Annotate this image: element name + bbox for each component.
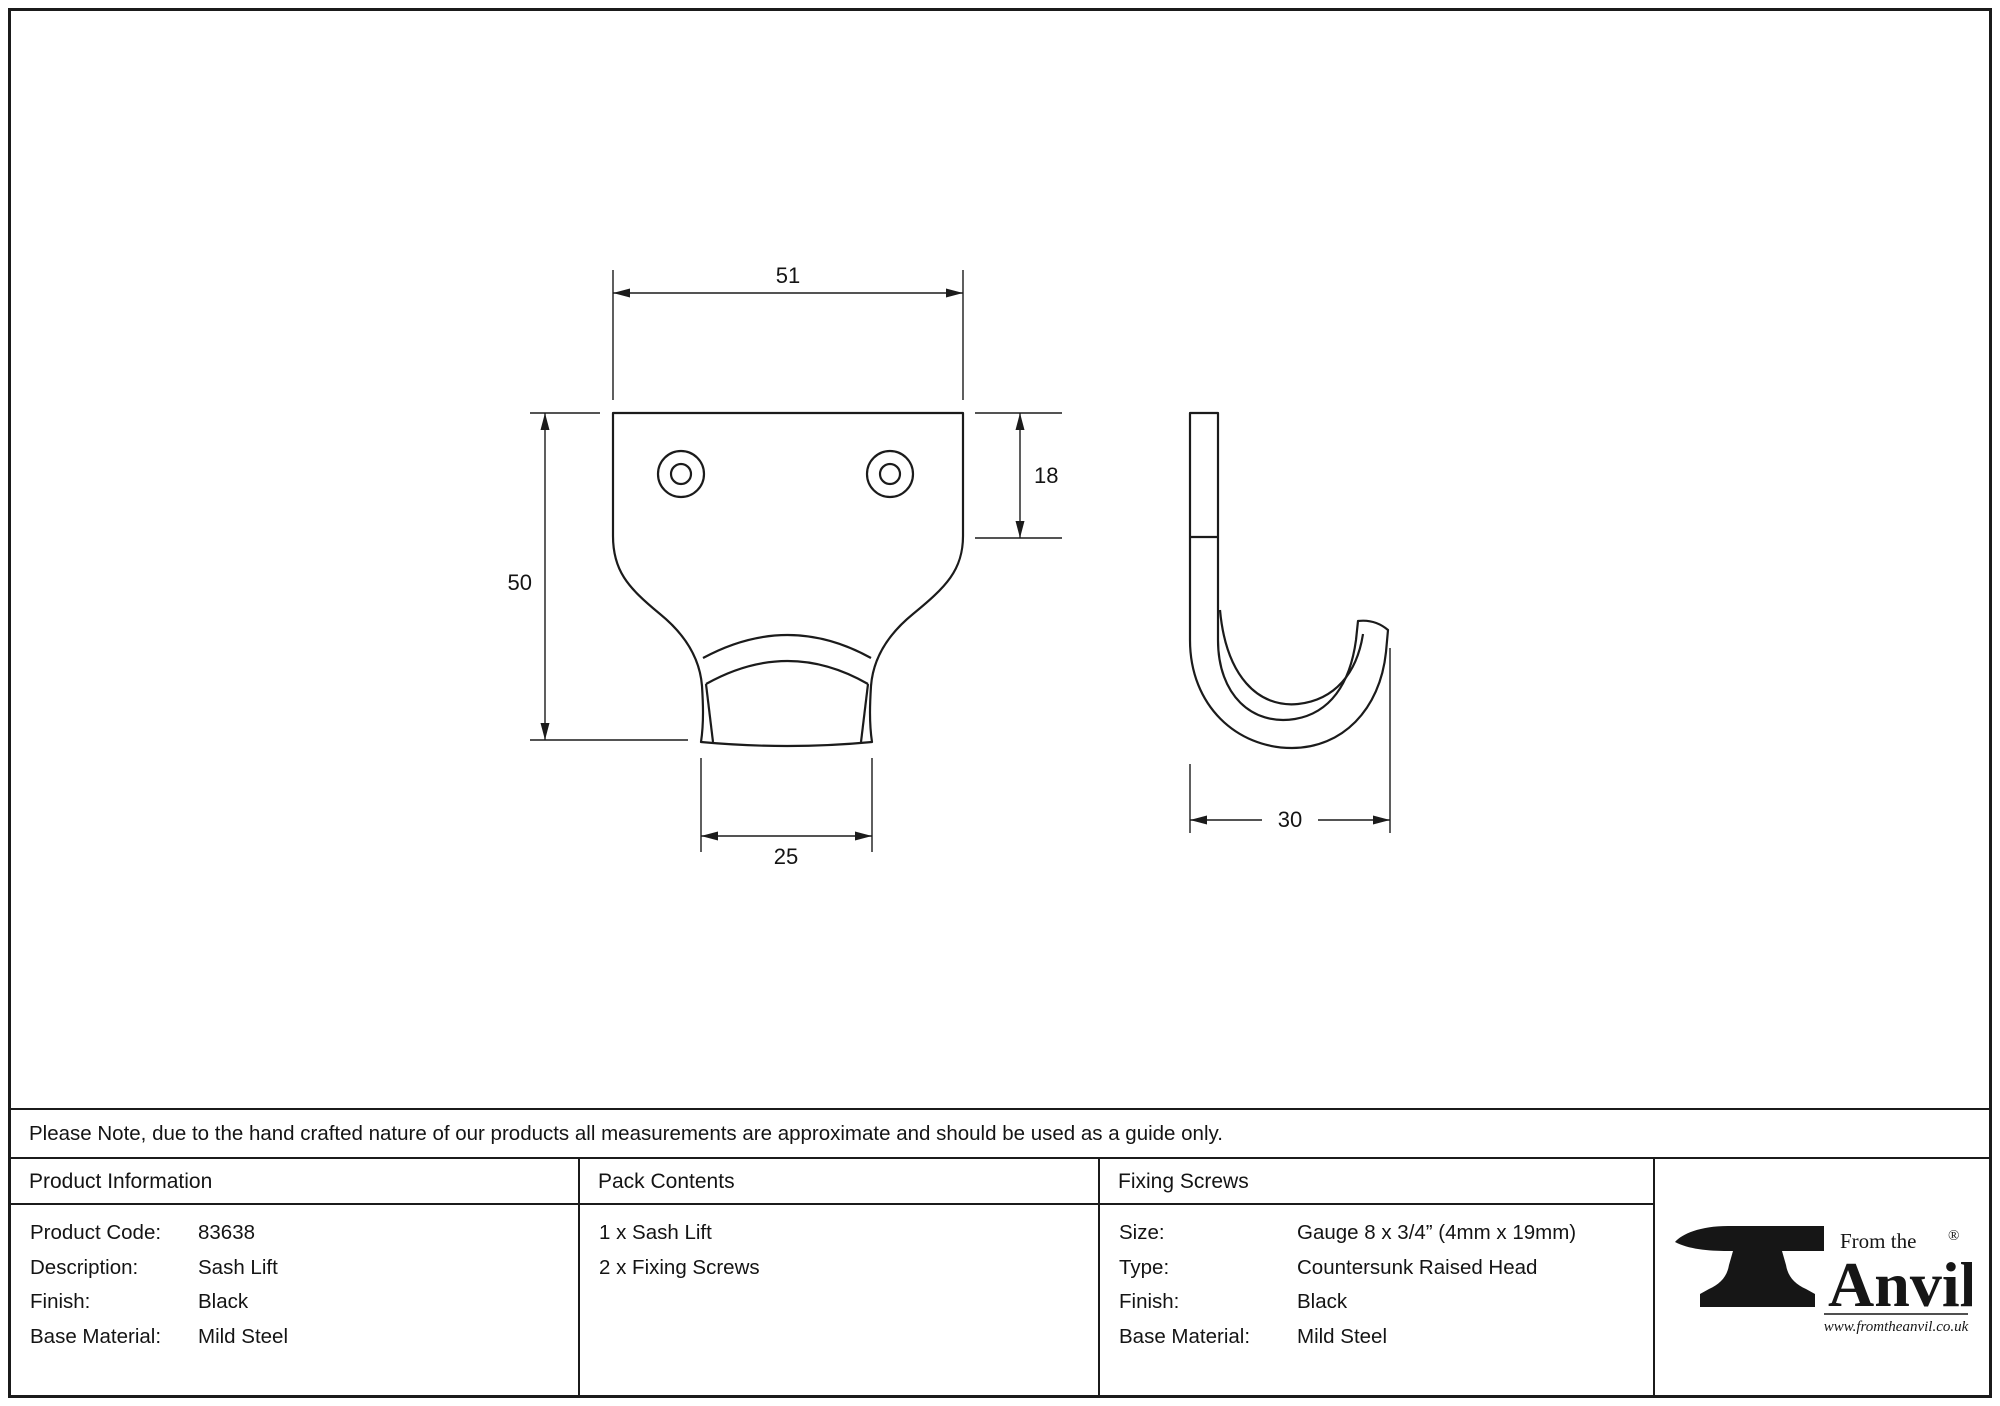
logo-url: www.fromtheanvil.co.uk xyxy=(1824,1319,1969,1335)
product-information-header: Product Information xyxy=(11,1159,578,1205)
product-information-column: Product Information Product Code: 83638 … xyxy=(11,1159,580,1395)
note-row: Please Note, due to the hand crafted nat… xyxy=(11,1108,1989,1159)
row-label: Finish: xyxy=(1119,1290,1180,1313)
logo-tagline: From the xyxy=(1840,1229,1916,1253)
table-row: 2 x Fixing Screws xyxy=(599,1255,760,1279)
sheet-border xyxy=(8,8,1992,1398)
pack-contents-body: 1 x Sash Lift 2 x Fixing Screws xyxy=(580,1205,1098,1285)
registered-trademark: ® xyxy=(1948,1228,1959,1244)
row-value: Black xyxy=(198,1290,249,1313)
row-label: Product Code: xyxy=(30,1221,162,1244)
table-row: Finish: Black xyxy=(30,1285,578,1320)
row-value: Mild Steel xyxy=(1297,1324,1388,1348)
info-table: Product Information Product Code: 83638 … xyxy=(11,1159,1989,1395)
pack-contents-column: Pack Contents 1 x Sash Lift 2 x Fixing S… xyxy=(580,1159,1100,1395)
row-value: 83638 xyxy=(198,1221,256,1244)
anvil-icon xyxy=(1675,1225,1824,1307)
table-row: 1 x Sash Lift xyxy=(599,1221,712,1244)
table-row: Size: Gauge 8 x 3/4” (4mm x 19mm) xyxy=(1119,1216,1653,1251)
fixing-screws-header: Fixing Screws xyxy=(1100,1159,1653,1205)
table-row: Type: Countersunk Raised Head xyxy=(1119,1251,1653,1286)
fixing-screws-column: Fixing Screws Size: Gauge 8 x 3/4” (4mm … xyxy=(1100,1159,1655,1395)
row-label: Description: xyxy=(30,1255,139,1279)
note-text: Please Note, due to the hand crafted nat… xyxy=(29,1121,1223,1145)
row-value: Sash Lift xyxy=(198,1255,278,1279)
row-value: Gauge 8 x 3/4” (4mm x 19mm) xyxy=(1297,1221,1577,1244)
logo-name: Anvil xyxy=(1828,1249,1972,1320)
row-value: Black xyxy=(1297,1290,1348,1313)
row-label: Base Material: xyxy=(1119,1324,1251,1348)
row-value: Mild Steel xyxy=(198,1324,289,1348)
row-label: Base Material: xyxy=(30,1324,162,1348)
table-row: Finish: Black xyxy=(1119,1285,1653,1320)
row-label: Finish: xyxy=(30,1290,91,1313)
anvil-logo: From the Anvil ® www.fromtheanvil.co.uk xyxy=(1675,1225,1972,1335)
row-label: Size: xyxy=(1119,1221,1165,1244)
table-row: Base Material: Mild Steel xyxy=(30,1320,578,1355)
fixing-screws-body: Size: Gauge 8 x 3/4” (4mm x 19mm) Type: … xyxy=(1100,1205,1653,1354)
brand-logo-cell: From the Anvil ® www.fromtheanvil.co.uk xyxy=(1655,1159,1989,1395)
table-row: Description: Sash Lift xyxy=(30,1251,578,1286)
row-label: Type: xyxy=(1119,1255,1170,1279)
product-information-body: Product Code: 83638 Description: Sash Li… xyxy=(11,1205,578,1354)
row-value: Countersunk Raised Head xyxy=(1297,1255,1538,1279)
table-row: Product Code: 83638 xyxy=(30,1216,578,1251)
pack-contents-header: Pack Contents xyxy=(580,1159,1098,1205)
table-row: Base Material: Mild Steel xyxy=(1119,1320,1653,1355)
